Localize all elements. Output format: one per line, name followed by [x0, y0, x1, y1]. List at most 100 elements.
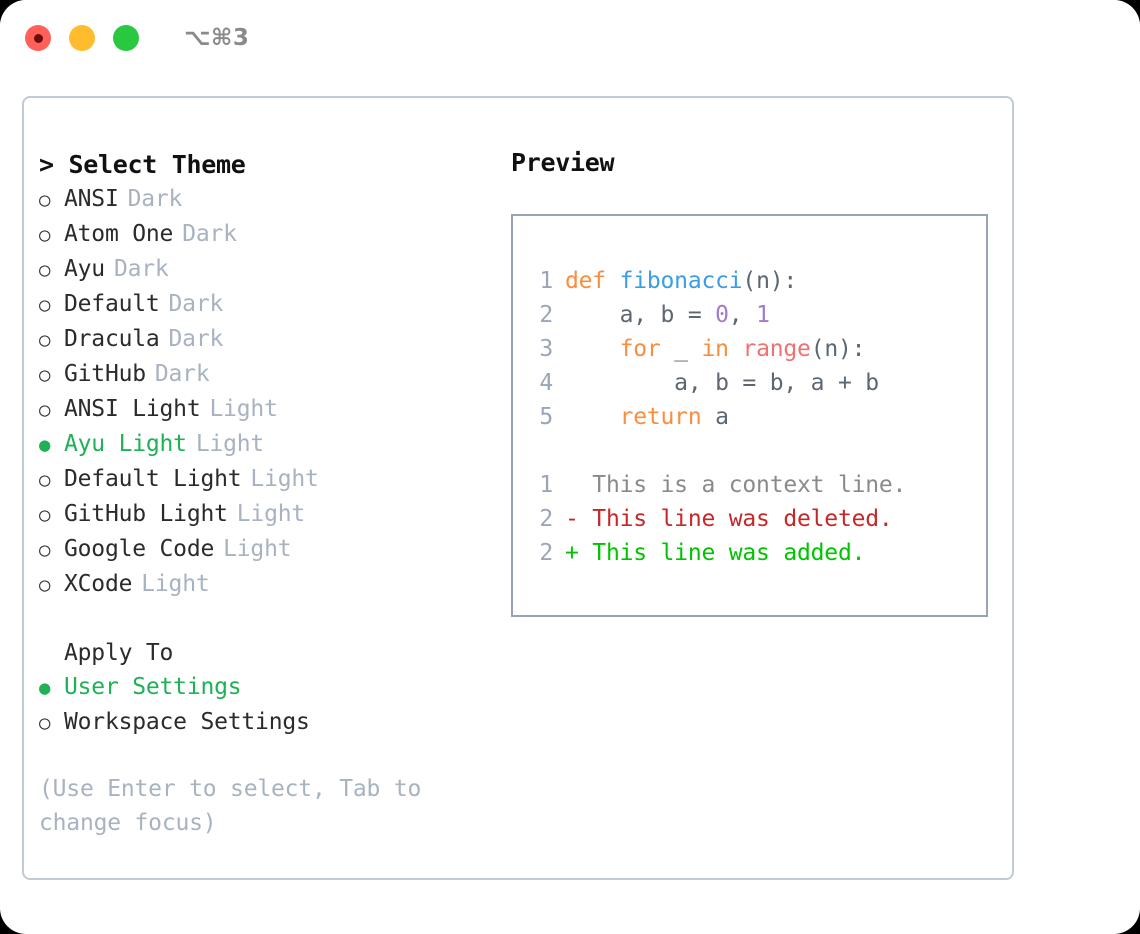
theme-option-default-light[interactable]: ○ Default Light Light — [39, 462, 494, 497]
theme-option-label: ANSI Light — [64, 396, 201, 422]
code-token: a, b = — [565, 302, 716, 328]
select-theme-header: > Select Theme — [39, 150, 246, 179]
code-token — [565, 404, 620, 430]
diff-text: + This line was added. — [565, 540, 866, 566]
radio-unselected-icon: ○ — [39, 469, 51, 491]
shortcut-label: ⌥⌘3 — [184, 25, 250, 51]
code-line: 3 for _ in range(n): — [513, 332, 986, 366]
code-token: fibonacci — [619, 268, 743, 294]
code-token — [729, 336, 743, 362]
code-token: , — [728, 302, 757, 328]
recording-indicator-dot — [33, 33, 43, 43]
radio-selected-icon: ● — [39, 434, 51, 456]
theme-option-dracula[interactable]: ○ Dracula Dark — [39, 322, 494, 357]
theme-option-atom-one[interactable]: ○ Atom One Dark — [39, 217, 494, 252]
theme-option-label: Atom One — [64, 221, 174, 247]
apply-to-list: ● User Settings ○Workspace Settings — [39, 670, 494, 740]
line-number: 2 — [539, 540, 553, 566]
theme-option-label: Ayu Light — [64, 431, 187, 457]
code-text: a, b = b, a + b — [565, 366, 879, 400]
preview-gap — [513, 434, 986, 468]
code-line: 5 return a — [513, 400, 986, 434]
theme-option-label: XCode — [64, 571, 133, 597]
radio-unselected-icon: ○ — [39, 364, 51, 386]
theme-variant-tag: Dark — [113, 256, 169, 282]
title-bar: ⌥⌘3 — [0, 0, 1140, 76]
code-token — [565, 336, 620, 362]
radio-unselected-icon: ○ — [39, 329, 51, 351]
diff-line: 2 - This line was deleted. — [513, 502, 986, 536]
theme-option-label: Default — [64, 291, 160, 317]
radio-unselected-icon: ○ — [39, 574, 51, 596]
apply-to-option-user-settings[interactable]: ● User Settings — [39, 670, 494, 705]
code-text: for _ in range(n): — [565, 332, 866, 366]
radio-unselected-icon: ○ — [39, 259, 51, 281]
theme-option-google-code[interactable]: ○ Google Code Light — [39, 532, 494, 567]
close-button[interactable] — [25, 25, 51, 51]
radio-unselected-icon: ○ — [39, 539, 51, 561]
radio-unselected-icon: ○ — [39, 224, 51, 246]
line-number: 1 — [539, 472, 553, 498]
keyboard-hint: (Use Enter to select, Tab to change focu… — [39, 776, 435, 836]
minimize-button[interactable] — [69, 25, 95, 51]
diff-line: 2 + This line was added. — [513, 536, 986, 570]
theme-variant-tag: Dark — [168, 326, 224, 352]
theme-option-label: ANSI — [64, 186, 119, 212]
line-number: 3 — [539, 336, 553, 362]
line-number: 5 — [539, 404, 553, 430]
diff-text: - This line was deleted. — [565, 506, 893, 532]
theme-option-label: Google Code — [64, 536, 215, 562]
theme-variant-tag: Dark — [168, 291, 224, 317]
theme-option-label: Dracula — [64, 326, 160, 352]
theme-option-label: Default Light — [64, 466, 242, 492]
theme-variant-tag: Light — [209, 396, 278, 422]
diff-text: This is a context line. — [565, 472, 907, 498]
theme-variant-tag: Dark — [182, 221, 237, 247]
code-line: 2 a, b = 0, 1 — [513, 298, 986, 332]
code-token: (n): — [810, 336, 866, 362]
code-line: 1 def fibonacci(n): — [513, 264, 986, 298]
code-token: 1 — [756, 302, 770, 328]
radio-unselected-icon: ○ — [39, 504, 51, 526]
list-spacer — [39, 602, 494, 636]
code-token: a, b = b, a + b — [565, 370, 879, 396]
line-number: 2 — [539, 506, 553, 532]
apply-to-option-label: Workspace Settings — [64, 709, 310, 735]
code-token: for — [619, 336, 661, 362]
code-token: def — [565, 268, 620, 294]
code-token: in — [701, 336, 729, 362]
apply-to-option-workspace-settings[interactable]: ○Workspace Settings — [39, 705, 494, 740]
theme-variant-tag: Dark — [127, 186, 183, 212]
theme-variant-tag: Light — [250, 466, 319, 492]
diff-line: 1 This is a context line. — [513, 468, 986, 502]
line-number: 1 — [539, 268, 553, 294]
theme-option-label: GitHub Light — [64, 501, 228, 527]
code-text: a, b = 0, 1 — [565, 298, 770, 332]
code-text: def fibonacci(n): — [565, 264, 797, 298]
maximize-button[interactable] — [113, 25, 139, 51]
theme-variant-tag: Dark — [154, 361, 210, 387]
theme-variant-tag: Light — [223, 536, 292, 562]
code-line: 4 a, b = b, a + b — [513, 366, 986, 400]
apply-to-option-label: User Settings — [64, 674, 242, 700]
code-text: return a — [565, 400, 729, 434]
code-token: return — [619, 404, 702, 430]
radio-selected-icon: ● — [39, 677, 51, 699]
diff-preview: 1 This is a context line. 2 - This line wa… — [513, 468, 986, 570]
code-token: a — [701, 404, 729, 430]
